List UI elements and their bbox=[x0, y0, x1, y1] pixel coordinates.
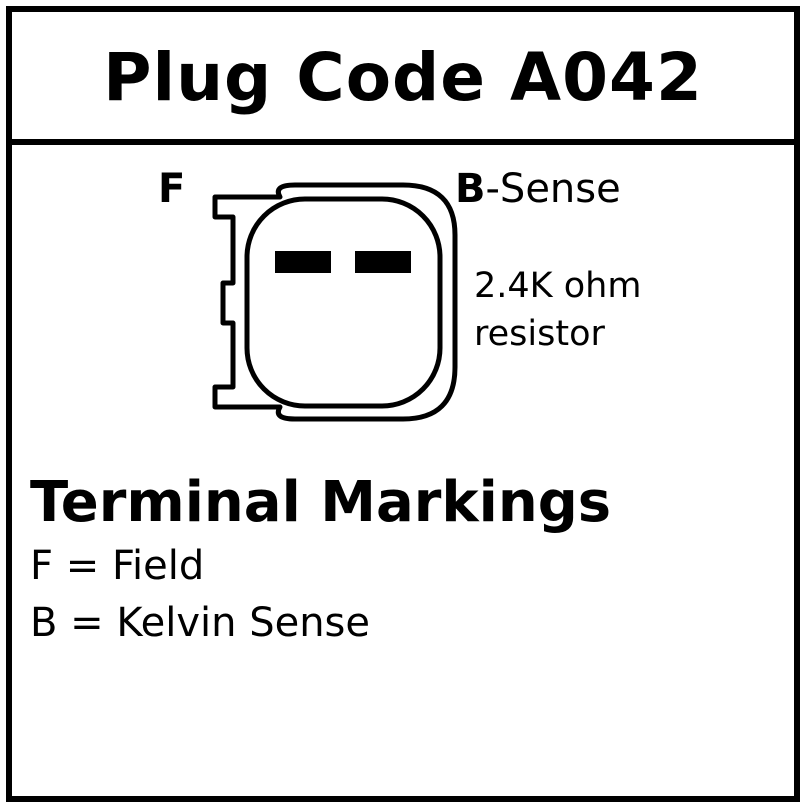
terminal-pin-b bbox=[355, 251, 411, 273]
page-title: Plug Code A042 bbox=[103, 39, 703, 116]
terminal-pin-f bbox=[275, 251, 331, 273]
resistor-note: 2.4K ohm resistor bbox=[474, 262, 641, 358]
marking-item-field: F = Field bbox=[30, 543, 205, 589]
terminal-b-letter: B bbox=[455, 166, 486, 212]
connector-housing-outline bbox=[212, 182, 458, 422]
connector-face bbox=[244, 196, 443, 409]
terminal-markings-title: Terminal Markings bbox=[30, 470, 612, 535]
marking-item-kelvin-sense: B = Kelvin Sense bbox=[30, 600, 370, 646]
resistor-note-line2: resistor bbox=[474, 314, 605, 354]
terminal-b-label: B-Sense bbox=[455, 166, 621, 212]
two-pin-connector-icon bbox=[212, 182, 458, 422]
terminal-f-label: F bbox=[158, 166, 186, 212]
resistor-note-line1: 2.4K ohm bbox=[474, 266, 642, 306]
diagram-frame: Plug Code A042 bbox=[6, 6, 800, 802]
header-bar: Plug Code A042 bbox=[12, 12, 794, 145]
terminal-b-suffix: -Sense bbox=[485, 166, 621, 212]
